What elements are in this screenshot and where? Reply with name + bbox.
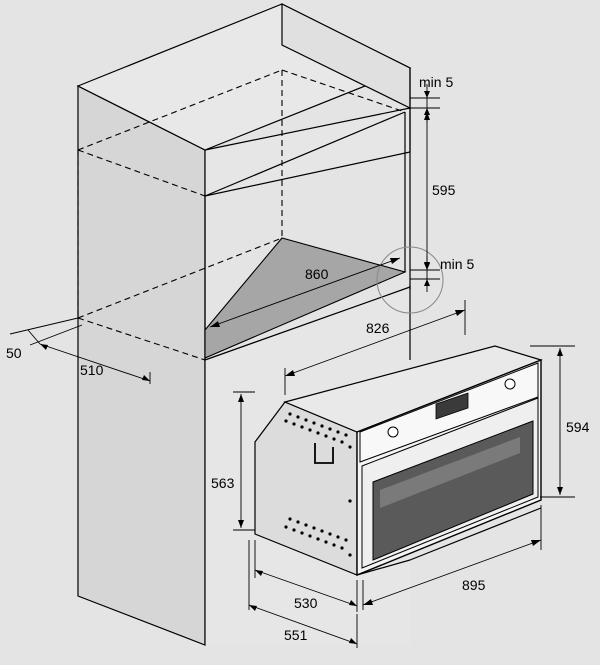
- oven: [254, 345, 543, 577]
- label-oven-body-height: 563: [211, 475, 235, 491]
- label-niche-width: 860: [305, 266, 329, 282]
- label-clearance-top: min 5: [419, 74, 453, 90]
- oven-left-knob: [387, 426, 399, 438]
- dimension-lines: [9, 84, 575, 648]
- hidden-edges: [77, 69, 406, 361]
- label-oven-body-depth: 530: [294, 595, 318, 611]
- oven-display: [435, 392, 469, 420]
- label-oven-front-height: 594: [566, 419, 590, 435]
- oven-window-highlight: [380, 437, 520, 508]
- dimension-labels: min 5 595 min 5 860 50 510 826 594 563 8…: [6, 74, 590, 643]
- label-oven-body-width: 826: [366, 320, 390, 336]
- label-cabinet-depth: 510: [80, 362, 104, 378]
- oven-vent-holes: [284, 412, 352, 557]
- label-cabinet-gap: 50: [6, 345, 22, 361]
- label-oven-front-width: 895: [462, 577, 486, 593]
- oven-right-knob: [504, 378, 516, 390]
- oven-side-bracket: [314, 443, 334, 464]
- label-oven-total-depth: 551: [284, 627, 308, 643]
- label-niche-height: 595: [432, 182, 456, 198]
- label-clearance-bottom: min 5: [440, 256, 474, 272]
- detail-circle: [376, 246, 444, 314]
